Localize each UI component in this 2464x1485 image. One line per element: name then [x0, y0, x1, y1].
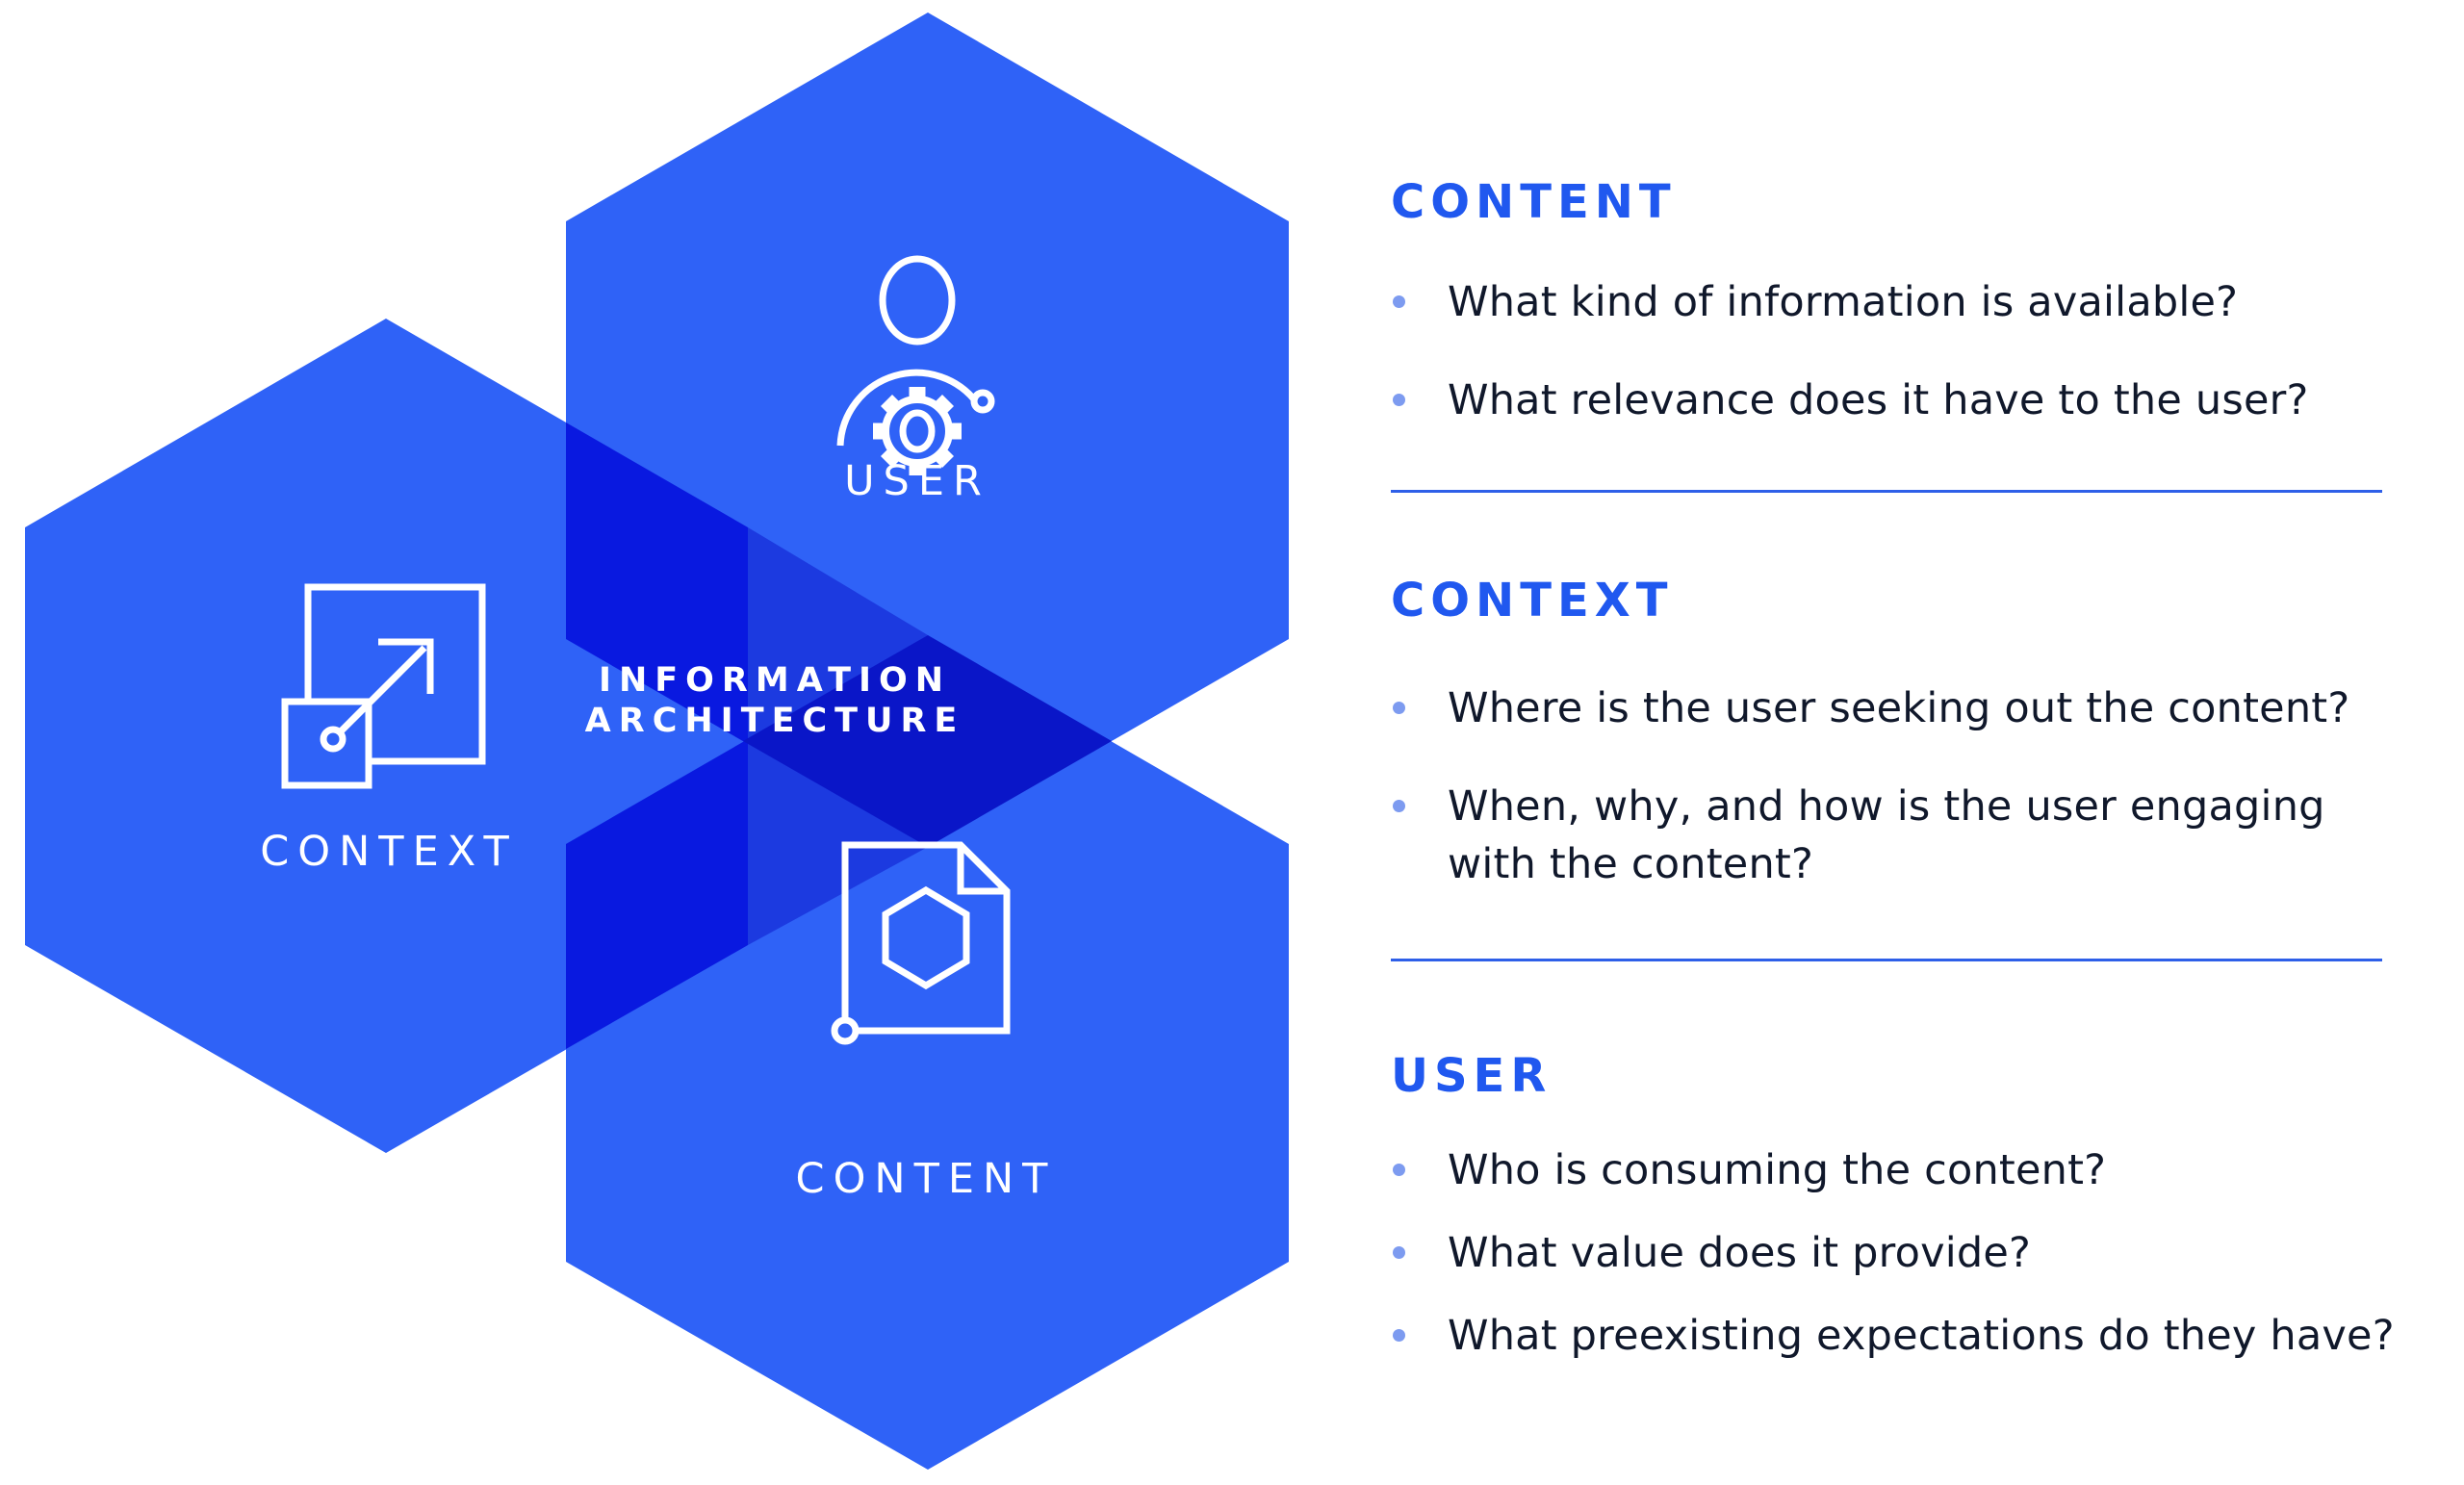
center-label-line1: INFORMATION	[599, 661, 951, 700]
hexagon-user-label: USER	[844, 457, 990, 505]
panel-context-heading: CONTEXT	[1391, 574, 1674, 627]
bullet-text: What preexisting expectations do they ha…	[1448, 1312, 2395, 1360]
bullet-text: What kind of information is available?	[1448, 278, 2239, 326]
bullet-item: Where is the user seeking out the conten…	[1391, 679, 2440, 737]
facet-medium-upper	[748, 527, 928, 744]
bullet-dot	[1393, 1246, 1405, 1259]
bullet-text: Where is the user seeking out the conten…	[1448, 684, 2350, 732]
bullet-item: What relevance does it have to the user?	[1391, 371, 2440, 429]
bullet-item: When, why, and how is the user engaging …	[1391, 778, 2440, 893]
bullet-dot	[1393, 1164, 1405, 1176]
document-icon	[831, 841, 1011, 1045]
panel-content-bullets: What kind of information is available? Wh…	[1391, 273, 2440, 429]
facet-medium-lower	[748, 739, 928, 945]
bullet-dot	[1393, 1329, 1405, 1342]
center-label-line2: ARCHITECTURE	[585, 702, 965, 740]
expand-arrow-icon	[281, 583, 486, 789]
panel-user-bullets: Who is consuming the content? What value …	[1391, 1141, 2440, 1365]
section-divider	[1391, 959, 2382, 961]
hexagon-content-label: CONTENT	[796, 1155, 1057, 1203]
panel-context: CONTEXT Where is the user seeking out th…	[1391, 574, 2440, 934]
panel-user-heading: USER	[1391, 1049, 1553, 1103]
bullet-item: What preexisting expectations do they ha…	[1391, 1307, 2440, 1365]
panel-context-bullets: Where is the user seeking out the conten…	[1391, 679, 2440, 893]
panel-content-heading: CONTENT	[1391, 175, 1677, 229]
facet-user-content-diamond	[743, 635, 1112, 847]
facet-context-content	[566, 739, 748, 1049]
bullet-dot	[1393, 394, 1405, 406]
section-divider	[1391, 490, 2382, 493]
panel-user: USER Who is consuming the content? What v…	[1391, 1049, 2440, 1390]
hexagon-context-label: CONTEXT	[260, 828, 517, 876]
bullet-text: What relevance does it have to the user?	[1448, 376, 2309, 424]
bullet-item: What kind of information is available?	[1391, 273, 2440, 331]
panel-content: CONTENT What kind of information is avai…	[1391, 175, 2440, 470]
user-gear-icon	[836, 255, 995, 475]
facet-context-user	[566, 422, 748, 744]
overlap-facets	[566, 422, 1112, 1049]
bullet-text: When, why, and how is the user engaging …	[1448, 782, 2325, 888]
gear-icon	[873, 387, 962, 475]
bullet-dot	[1393, 702, 1405, 714]
bullet-item: What value does it provide?	[1391, 1224, 2440, 1282]
bullet-item: Who is consuming the content?	[1391, 1141, 2440, 1199]
bullet-text: What value does it provide?	[1448, 1229, 2032, 1277]
center-label: INFORMATION ARCHITECTURE	[585, 661, 965, 740]
bullet-dot	[1393, 295, 1405, 308]
bullet-text: Who is consuming the content?	[1448, 1146, 2107, 1194]
bullet-dot	[1393, 800, 1405, 812]
